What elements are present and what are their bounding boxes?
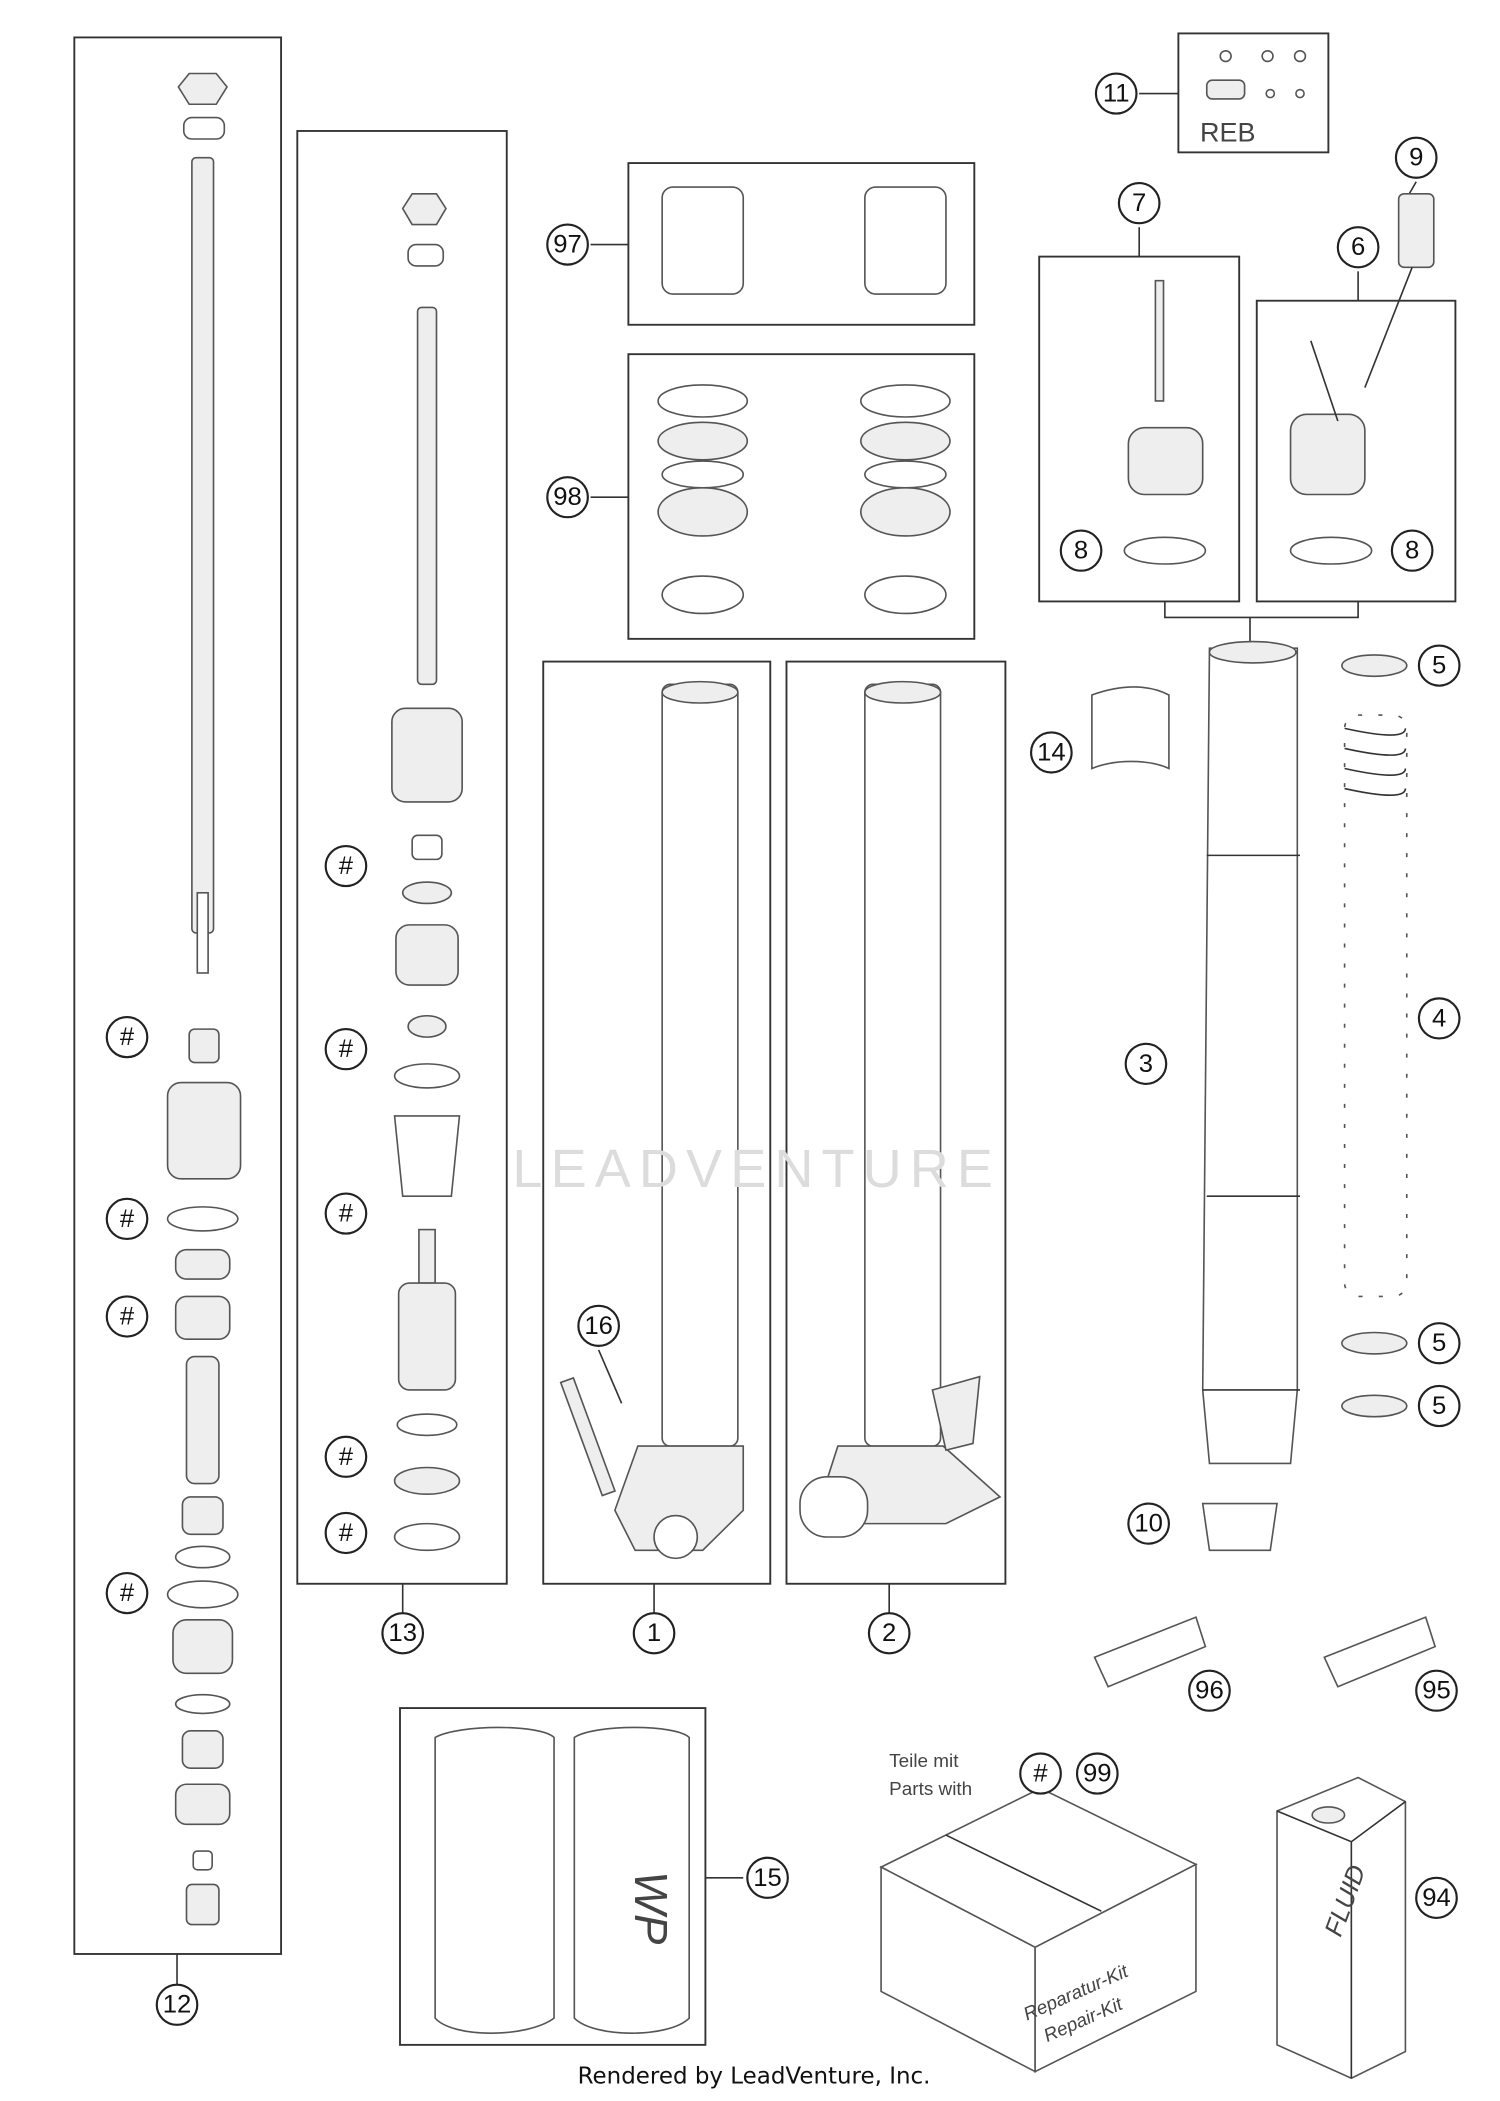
group-box-6 (1255, 299, 1457, 603)
callout-94: 94 (1415, 1876, 1458, 1919)
callout-hash: # (324, 1192, 368, 1235)
callout-hash: # (1019, 1752, 1062, 1795)
callout-2: 2 (867, 1612, 911, 1655)
callout-3: 3 (1124, 1042, 1168, 1085)
svg-text:5: 5 (1432, 1329, 1446, 1357)
caption: Rendered by LeadVenture, Inc. (578, 2064, 931, 2090)
svg-text:#: # (120, 1579, 135, 1607)
fork-caps-parts (1123, 49, 1435, 565)
damper-cartridge-12-parts (166, 72, 242, 1926)
svg-text:#: # (1033, 1760, 1048, 1788)
callout-hash: # (105, 1295, 149, 1338)
svg-text:98: 98 (553, 483, 582, 511)
inner-tube-spring-parts (1091, 640, 1437, 1688)
callout-95: 95 (1415, 1669, 1458, 1712)
svg-text:#: # (339, 1035, 354, 1063)
callout-hash: # (105, 1016, 149, 1059)
svg-text:97: 97 (553, 231, 582, 259)
svg-text:3: 3 (1139, 1050, 1153, 1078)
svg-text:#: # (120, 1303, 135, 1331)
callout-5: 5 (1417, 644, 1461, 687)
teile-mit-label: Teile mit (889, 1750, 959, 1771)
callout-11: 11 (1094, 72, 1138, 115)
callout-6: 6 (1336, 226, 1380, 269)
svg-text:96: 96 (1195, 1677, 1224, 1705)
parts-with-label: Parts with (889, 1778, 972, 1799)
svg-text:#: # (339, 1200, 354, 1228)
reb-label: REB (1200, 118, 1256, 148)
svg-text:8: 8 (1405, 537, 1419, 565)
bushings-seals-parts (657, 186, 951, 615)
svg-text:#: # (339, 852, 354, 880)
callout-99: 99 (1075, 1752, 1119, 1795)
callout-98: 98 (546, 476, 589, 519)
watermark: LEADVENTURE (512, 1139, 1001, 1199)
svg-text:1: 1 (647, 1619, 661, 1647)
callout-15: 15 (746, 1856, 789, 1899)
svg-text:13: 13 (388, 1619, 417, 1647)
group-box-15 (399, 1707, 707, 2046)
svg-text:5: 5 (1432, 1392, 1446, 1420)
svg-text:14: 14 (1037, 739, 1066, 767)
callout-hash: # (105, 1572, 149, 1615)
callout-hash: # (105, 1197, 149, 1241)
callout-9: 9 (1394, 136, 1438, 179)
callout-hash: # (324, 1435, 368, 1478)
svg-text:4: 4 (1432, 1005, 1446, 1033)
callout-hash: # (324, 1511, 368, 1555)
svg-text:#: # (120, 1205, 135, 1233)
callout-12: 12 (155, 1983, 199, 2026)
fluid-can (1276, 1776, 1407, 2080)
callout-4: 4 (1417, 997, 1461, 1040)
svg-text:11: 11 (1103, 80, 1130, 108)
callout-hash: # (324, 1028, 368, 1071)
callout-10: 10 (1127, 1502, 1170, 1545)
callout-5: 5 (1417, 1384, 1461, 1428)
callout-13: 13 (381, 1612, 425, 1655)
callout-96: 96 (1188, 1669, 1231, 1712)
callout-7: 7 (1117, 182, 1161, 225)
svg-text:#: # (339, 1443, 354, 1471)
callout-8: 8 (1059, 529, 1103, 572)
group-box-1 (542, 660, 772, 1585)
svg-text:5: 5 (1432, 652, 1446, 680)
wp-logo: WP (625, 1871, 676, 1945)
repair-kit-box (879, 1787, 1198, 2073)
fork-guards-parts (434, 1726, 690, 2034)
callout-16: 16 (577, 1304, 620, 1347)
callout-97: 97 (546, 223, 589, 266)
callouts: 1 2 3 4 5 5 5 6 7 8 8 9 10 11 12 13 14 1… (105, 72, 1461, 2026)
svg-text:99: 99 (1083, 1760, 1112, 1788)
callout-8: 8 (1390, 529, 1434, 572)
callout-hash: # (324, 844, 368, 888)
svg-text:10: 10 (1134, 1510, 1163, 1538)
outer-tubes-parts (559, 680, 1002, 1560)
svg-text:95: 95 (1422, 1677, 1451, 1705)
svg-text:2: 2 (882, 1619, 896, 1647)
svg-text:94: 94 (1422, 1884, 1451, 1912)
svg-text:8: 8 (1074, 537, 1088, 565)
svg-text:12: 12 (163, 1991, 192, 2019)
damper-cartridge-13-parts (391, 192, 463, 1552)
svg-text:7: 7 (1132, 189, 1146, 217)
group-box-2 (785, 660, 1007, 1585)
svg-text:16: 16 (584, 1312, 613, 1340)
callout-5: 5 (1417, 1322, 1461, 1365)
svg-text:#: # (120, 1023, 135, 1051)
svg-text:6: 6 (1351, 233, 1365, 261)
callout-14: 14 (1030, 731, 1073, 774)
svg-text:9: 9 (1409, 144, 1423, 172)
svg-text:#: # (339, 1519, 354, 1547)
svg-text:15: 15 (753, 1864, 782, 1892)
callout-1: 1 (632, 1612, 676, 1655)
